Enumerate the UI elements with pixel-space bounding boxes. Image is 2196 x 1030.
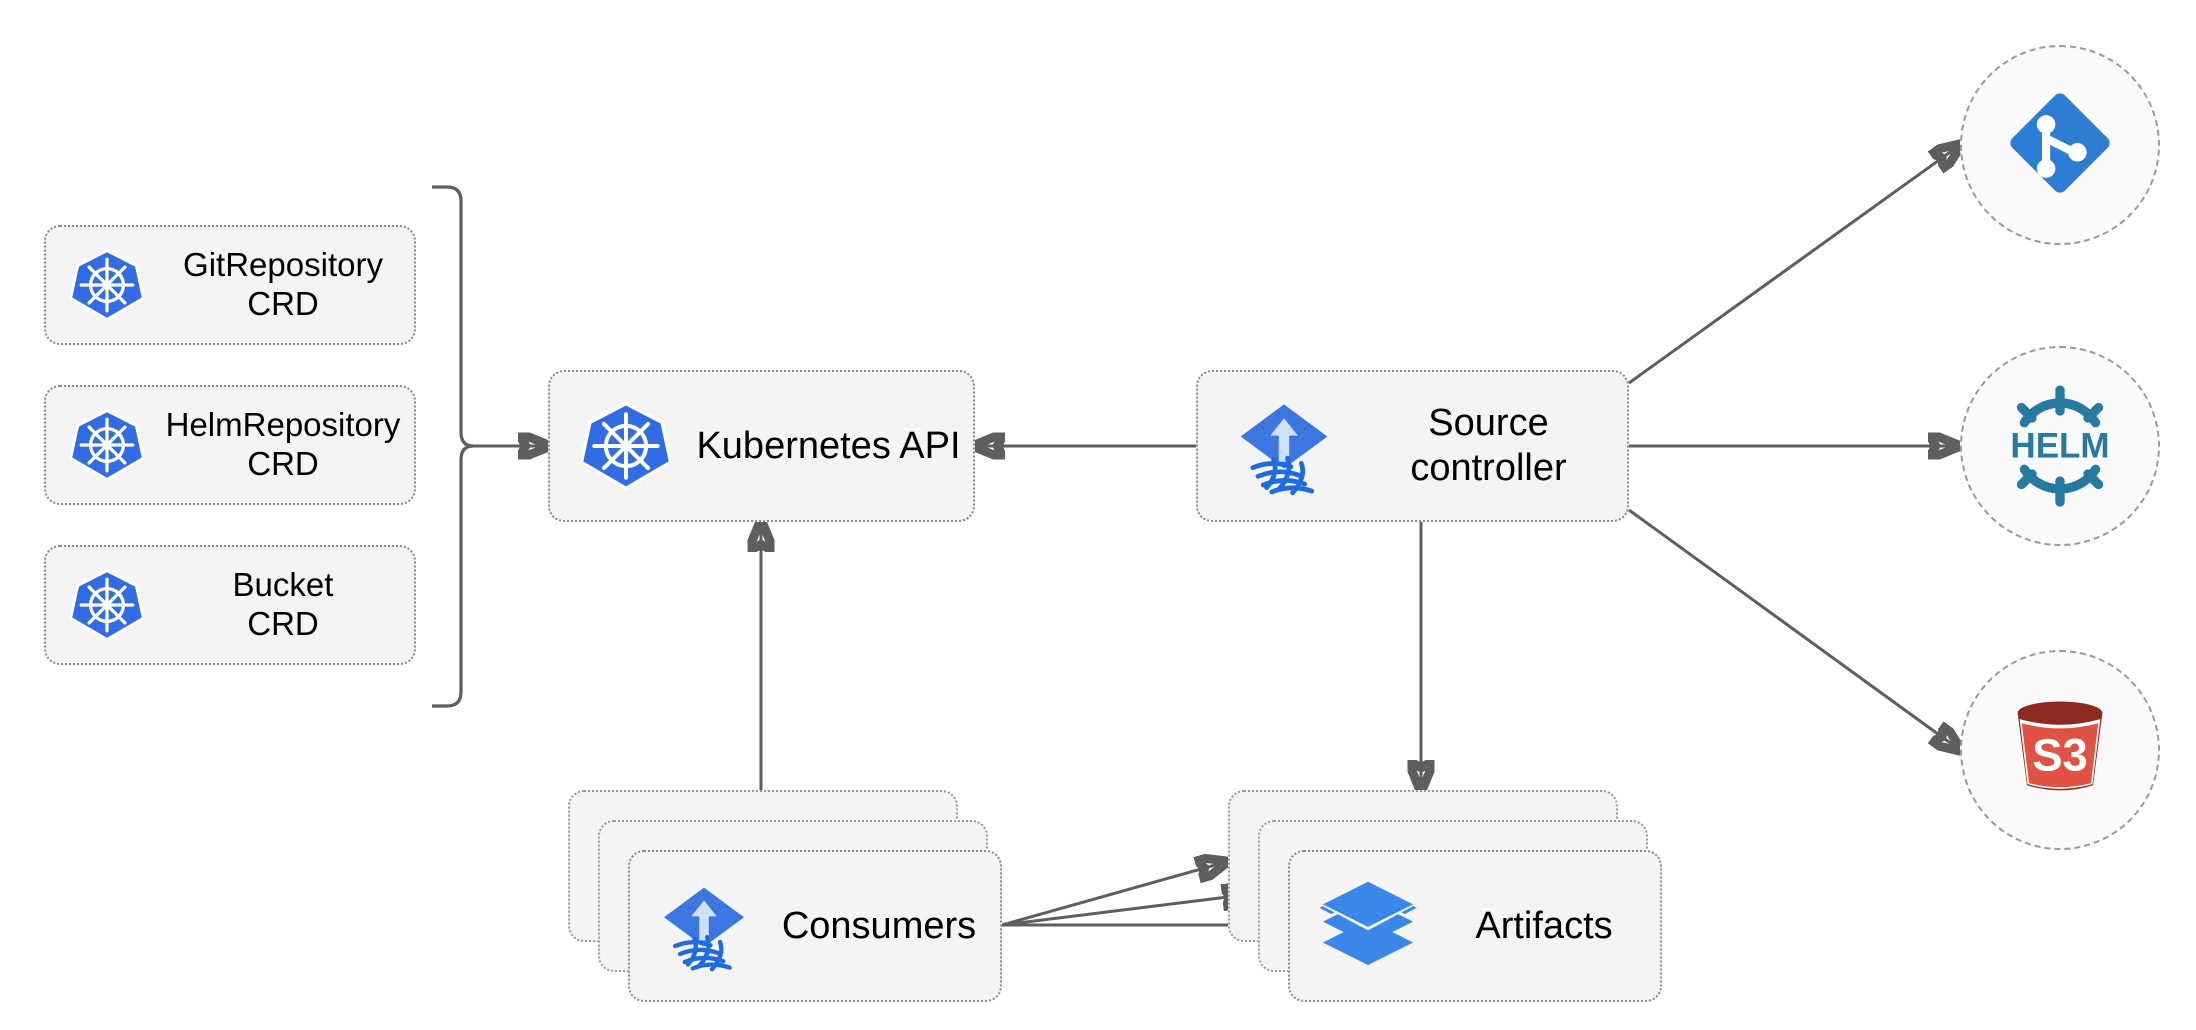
kubernetes-icon — [68, 406, 146, 484]
edge-consumers-to-artifacts-2 — [1001, 894, 1252, 927]
node-s3-backend[interactable]: S3 — [1960, 650, 2160, 850]
node-kubernetes-api[interactable]: Kubernetes API — [548, 370, 975, 522]
edge-source-controller-to-git — [1628, 145, 1960, 385]
edge-source-controller-to-s3 — [1628, 508, 1960, 750]
helm-label: HELM — [2010, 427, 2109, 466]
node-label: GitRepository CRD — [183, 246, 383, 322]
node-gitrepository-crd[interactable]: GitRepository CRD — [44, 225, 416, 345]
node-label: Bucket CRD — [232, 566, 334, 642]
helm-icon: HELM — [1990, 376, 2130, 516]
node-consumers[interactable]: Consumers — [628, 850, 1002, 1002]
kubernetes-icon — [578, 398, 674, 494]
flux-icon — [656, 878, 752, 974]
node-label: Consumers — [781, 904, 977, 947]
node-label: Kubernetes API — [696, 424, 961, 467]
node-helm-backend[interactable]: HELM — [1960, 346, 2160, 546]
node-source-controller[interactable]: Source controller — [1196, 370, 1629, 522]
layers-icon — [1316, 878, 1420, 974]
node-label: Source controller — [1410, 402, 1567, 489]
node-label: HelmRepository CRD — [165, 406, 401, 482]
node-bucket-crd[interactable]: Bucket CRD — [44, 545, 416, 665]
s3-label: S3 — [2032, 729, 2088, 780]
node-label: Artifacts — [1475, 904, 1613, 947]
s3-bucket-icon: S3 — [1998, 686, 2122, 815]
kubernetes-icon — [68, 246, 146, 324]
crd-group-brace — [432, 185, 474, 708]
flux-icon — [1232, 394, 1336, 498]
node-artifacts[interactable]: Artifacts — [1288, 850, 1662, 1002]
git-icon — [2002, 85, 2118, 206]
kubernetes-icon — [68, 566, 146, 644]
node-helmrepository-crd[interactable]: HelmRepository CRD — [44, 385, 416, 505]
node-git-backend[interactable] — [1960, 45, 2160, 245]
edge-consumers-to-artifacts-1 — [1001, 862, 1226, 927]
